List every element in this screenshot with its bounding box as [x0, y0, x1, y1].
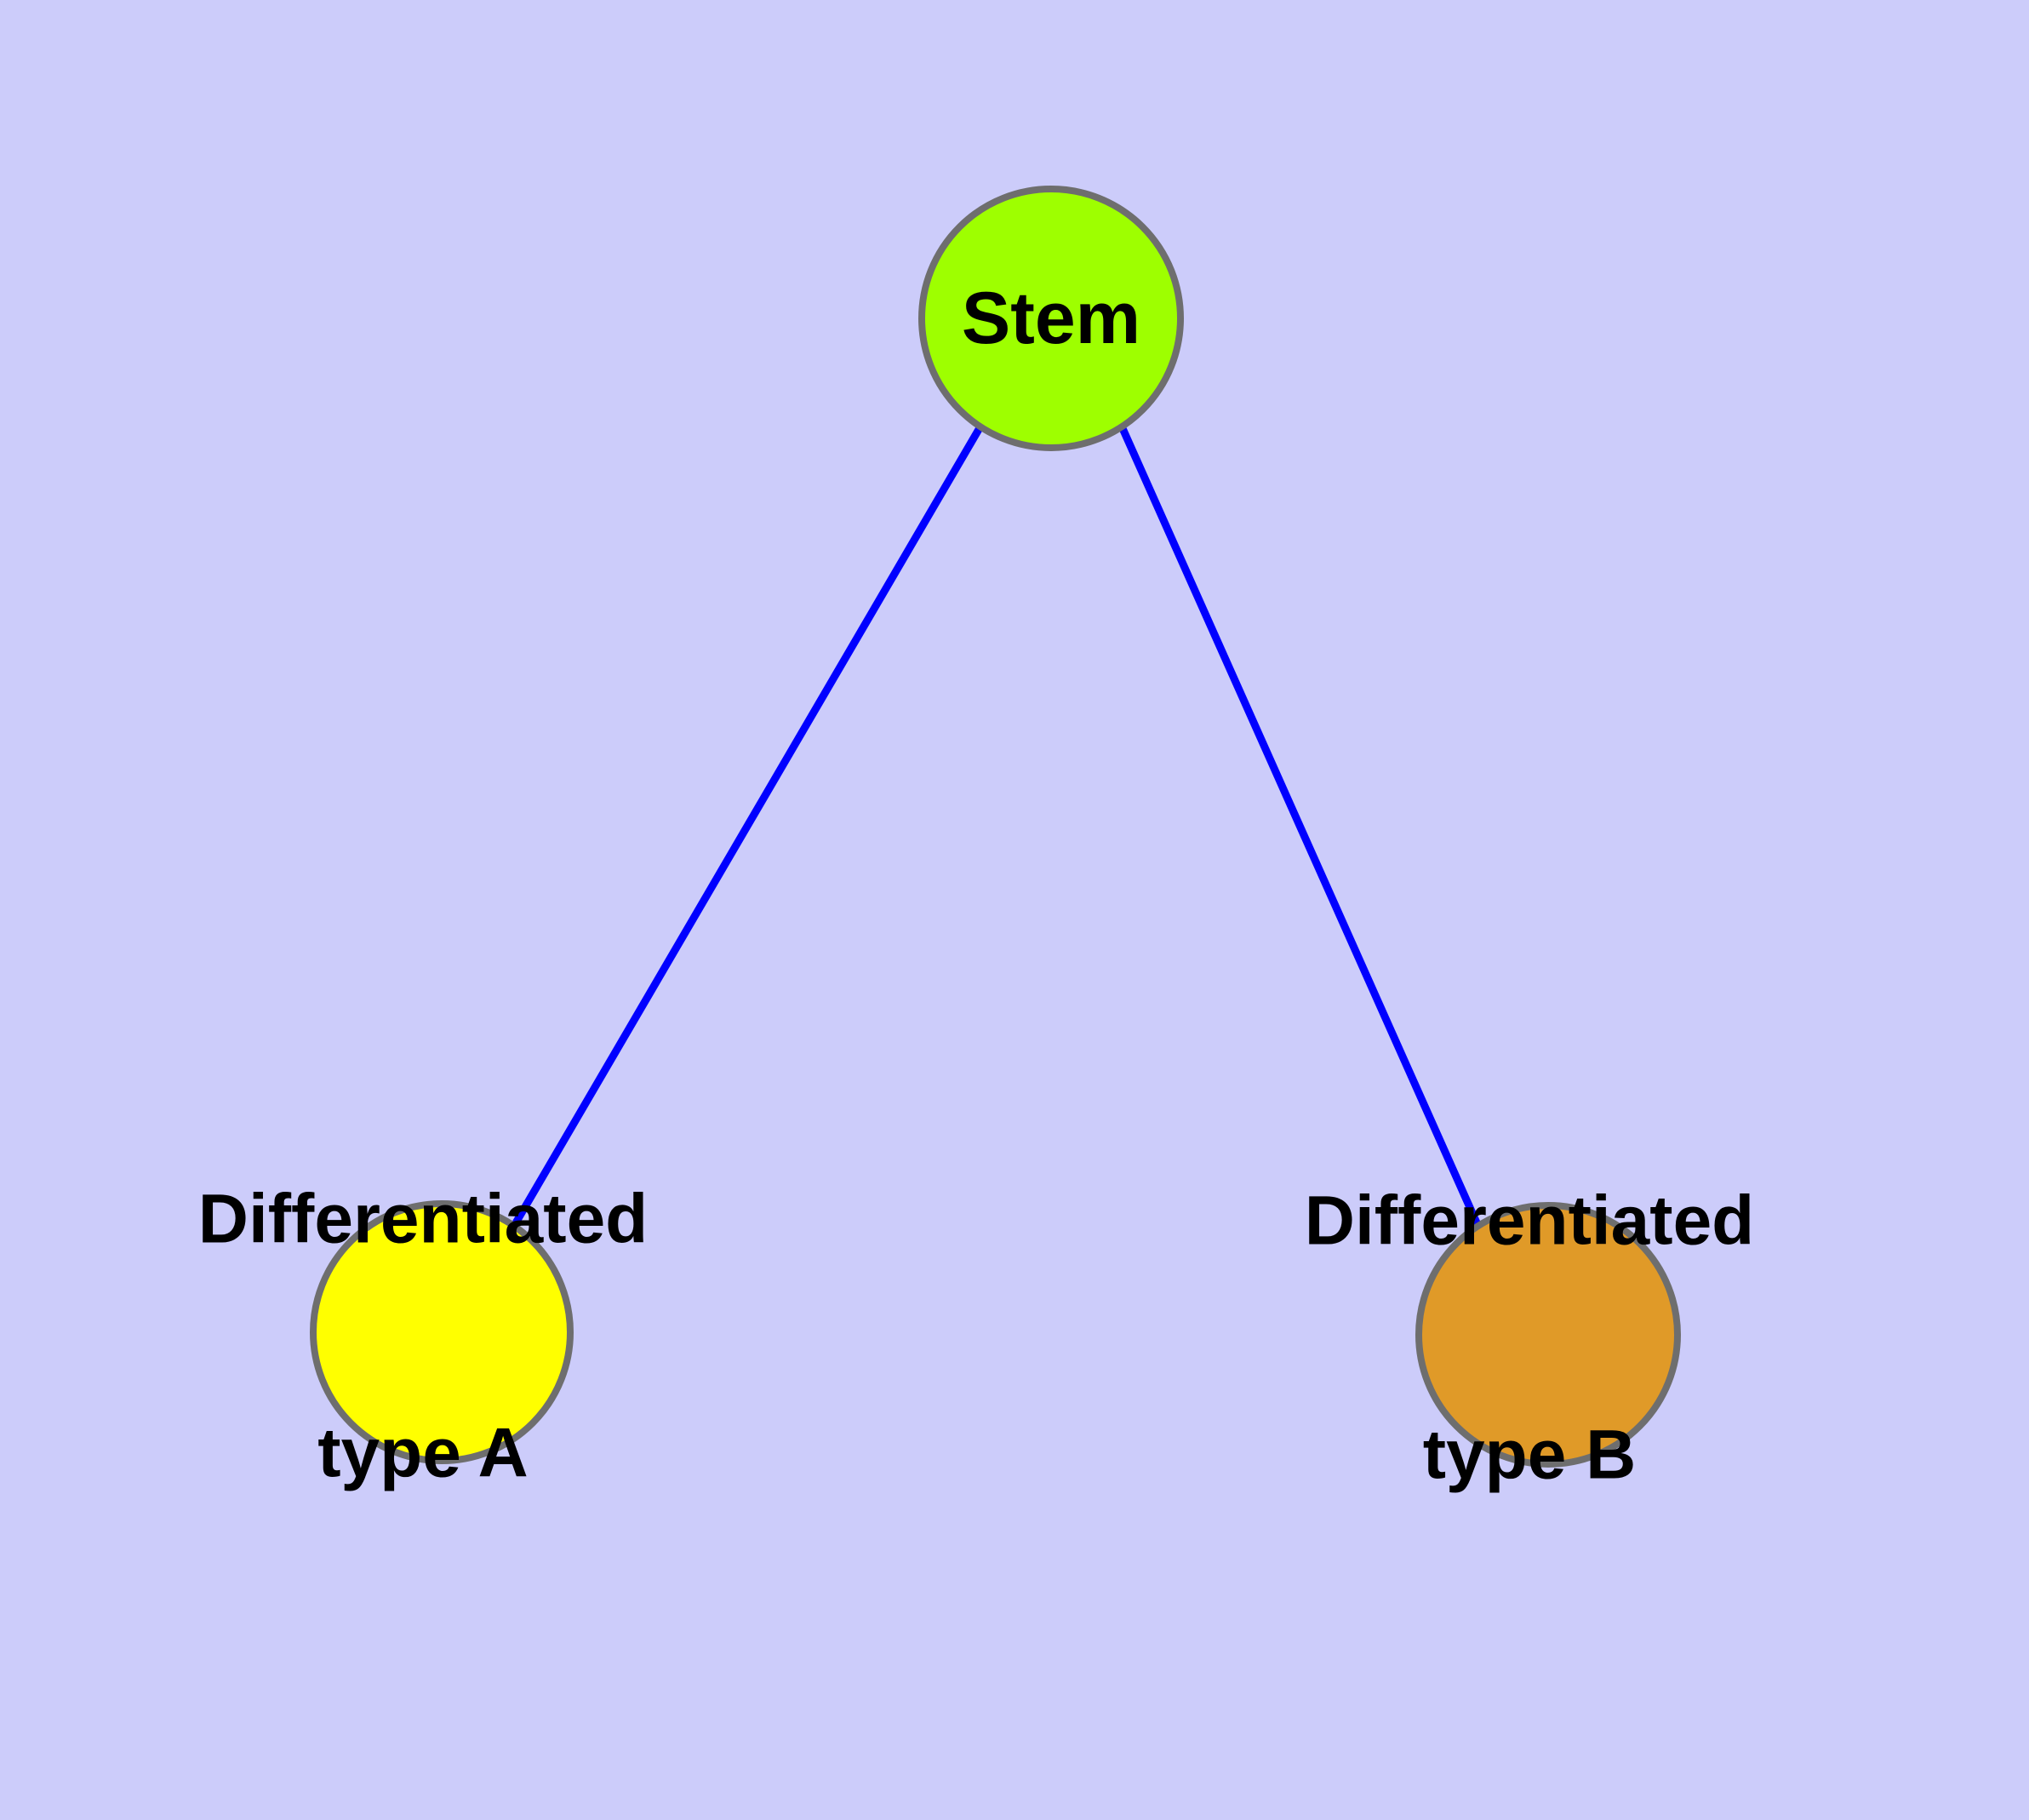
node-stem[interactable] — [918, 186, 1184, 451]
node-differentiated-type-a[interactable] — [310, 1200, 574, 1464]
edges-group — [511, 424, 1483, 1230]
edge-stem-to-differentiated-type-a[interactable] — [511, 424, 984, 1228]
edge-stem-to-differentiated-type-b[interactable] — [1117, 425, 1483, 1230]
nodes-group — [310, 186, 1681, 1468]
node-differentiated-type-b[interactable] — [1415, 1202, 1681, 1468]
